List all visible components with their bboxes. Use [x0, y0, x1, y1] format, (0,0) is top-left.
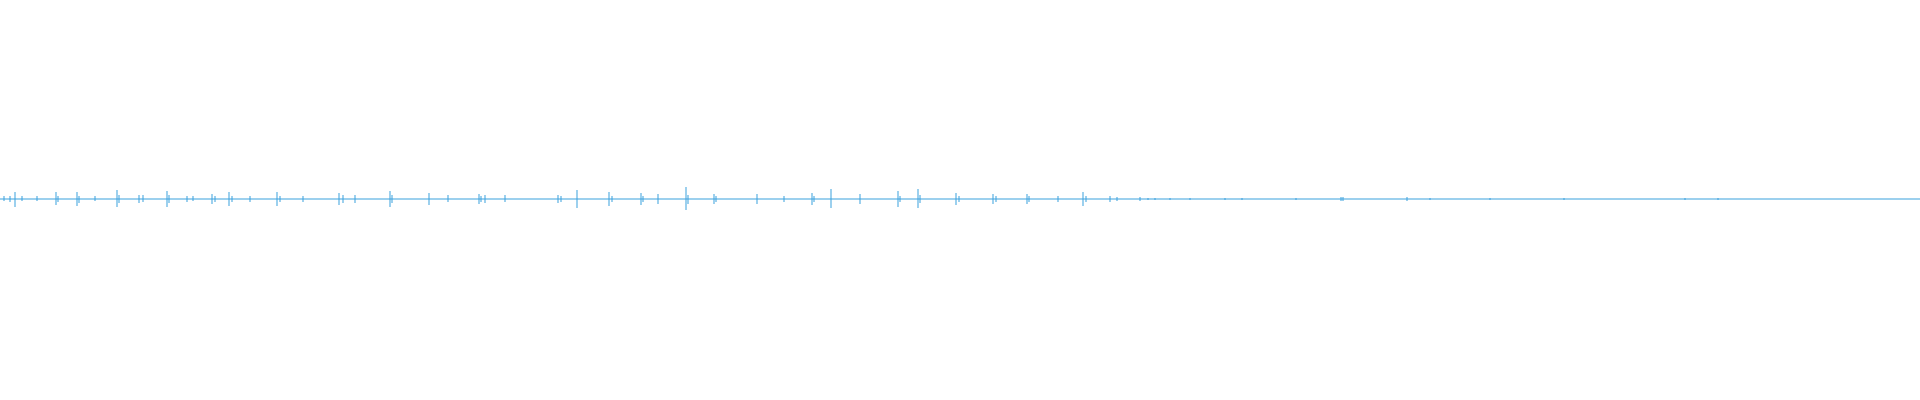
waveform-spikes [3, 187, 1719, 210]
